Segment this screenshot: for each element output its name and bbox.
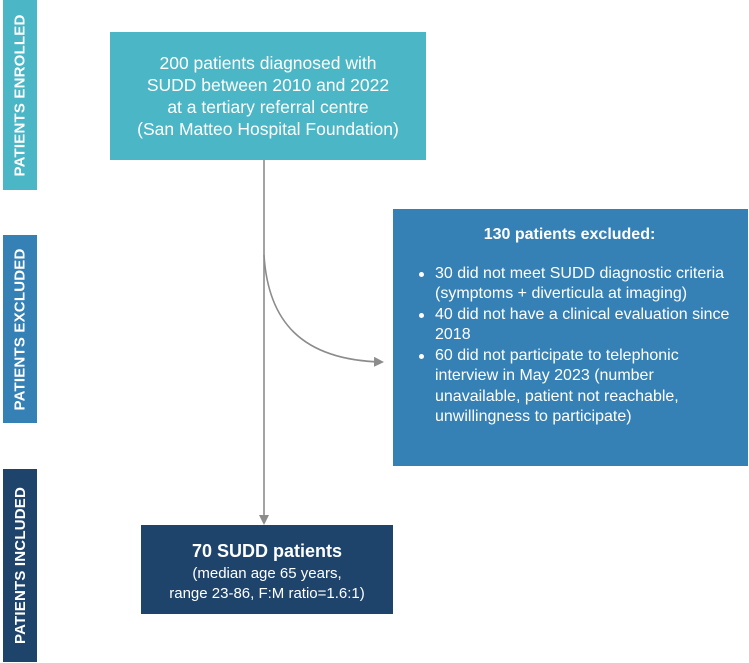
enrolled-line-2: SUDD between 2010 and 2022 (146, 75, 390, 95)
included-title: 70 SUDD patients (191, 541, 343, 561)
side-label-patients-enrolled: PATIENTS ENROLLED (3, 0, 37, 190)
enrolled-box: 200 patients diagnosed with SUDD between… (110, 32, 426, 160)
enrolled-line-3: at a tertiary referral centre (167, 97, 369, 117)
excluded-title: 130 patients excluded: (483, 226, 656, 243)
included-line-1: (median age 65 years, (192, 565, 342, 582)
exclusion-reason-1: 30 did not meet SUDD diagnostic criteria… (419, 264, 734, 305)
included-line-2: range 23-86, F:M ratio=1.6:1) (169, 584, 365, 602)
included-box: 70 SUDD patients (median age 65 years, r… (141, 525, 393, 614)
excluded-box: 130 patients excluded: 30 did not meet S… (393, 209, 748, 466)
enrolled-line-1: 200 patients diagnosed with (159, 53, 377, 73)
enrolled-line-4: (San Matteo Hospital Foundation) (137, 119, 399, 139)
side-label-patients-included: PATIENTS INCLUDED (3, 469, 37, 662)
exclusion-reason-2: 40 did not have a clinical evaluation si… (419, 305, 734, 346)
side-label-patients-excluded: PATIENTS EXCLUDED (3, 235, 37, 423)
exclusion-reasons-list: 30 did not meet SUDD diagnostic criteria… (405, 264, 734, 428)
connector-to-excluded (263, 254, 384, 367)
exclusion-reason-3: 60 did not participate to telephonic int… (419, 346, 734, 428)
